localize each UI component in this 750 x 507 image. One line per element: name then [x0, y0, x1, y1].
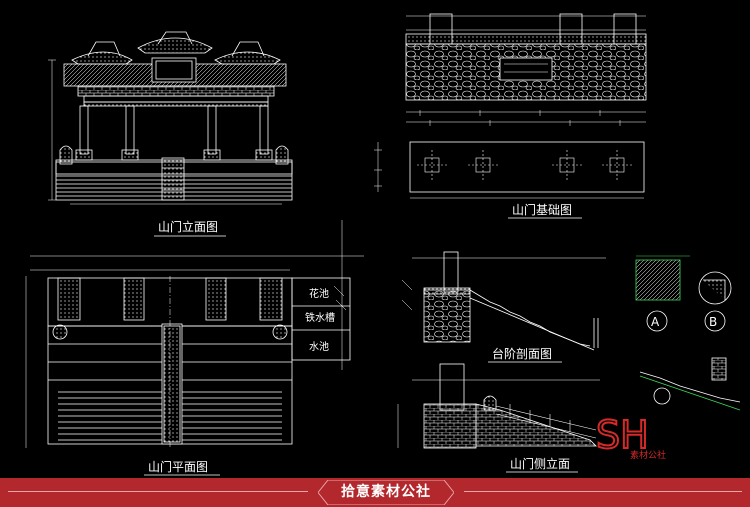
svg-text:B: B [709, 315, 717, 329]
footer-site-name[interactable]: 拾意素材公社 [341, 484, 431, 500]
foundation-section-drawing [374, 13, 647, 199]
detail-marker-a: A [646, 310, 668, 332]
gate-plan-drawing [25, 220, 364, 448]
footer-tab-shape [318, 480, 454, 505]
foundation-title: 山门基础图 [512, 202, 572, 217]
elevation-title: 山门立面图 [158, 219, 218, 234]
side-elevation-drawing [397, 363, 600, 449]
stair-section-title: 台阶剖面图 [492, 346, 552, 361]
plan-label-iron-grate: 铁水槽 [305, 311, 335, 324]
svg-text:A: A [651, 315, 660, 329]
detail-sketches [635, 255, 741, 411]
gate-elevation-drawing [48, 31, 293, 205]
watermark-logo: SH 素材公社 [595, 412, 666, 461]
svg-text:SH: SH [596, 413, 649, 457]
side-elevation-title: 山门侧立面 [510, 456, 570, 471]
stair-section-drawing [401, 251, 606, 351]
detail-marker-b: B [704, 310, 726, 332]
cad-drawing-sheet: 山门立面图 山门基础图 [25, 13, 741, 476]
plan-label-flower-pool: 花池 [309, 287, 329, 300]
plan-label-water-pool: 水池 [309, 340, 329, 353]
plan-title: 山门平面图 [148, 459, 208, 474]
watermark-subtitle: 素材公社 [630, 449, 666, 461]
